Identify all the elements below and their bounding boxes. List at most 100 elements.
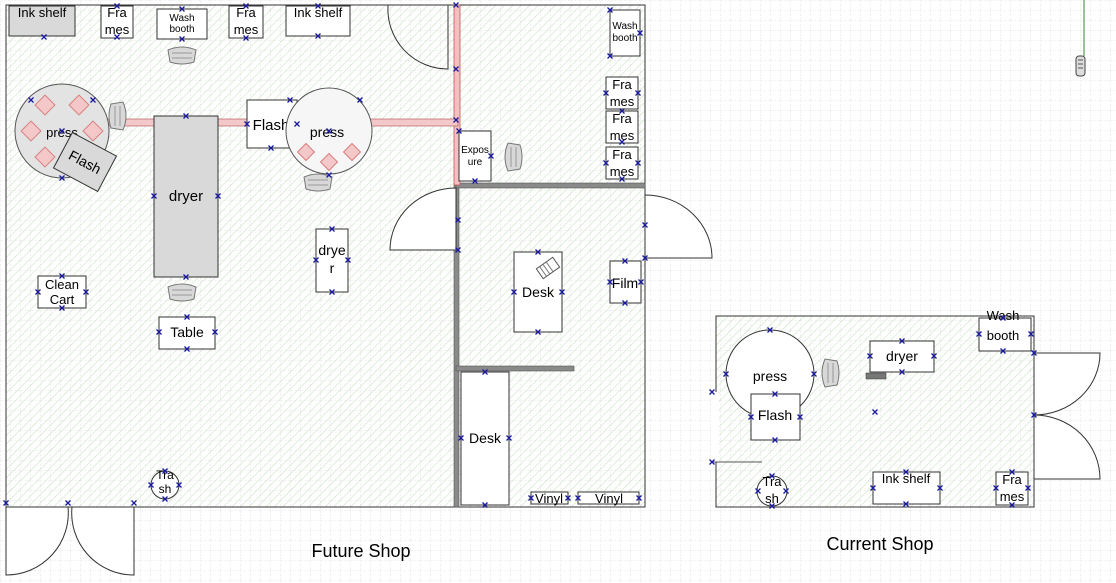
ink-shelf-right[interactable]: Ink shelf [285, 5, 351, 37]
desk-upper[interactable]: Desk [513, 251, 563, 333]
vinyl-1[interactable]: Vinyl [530, 491, 569, 506]
selection-handle-icon[interactable] [635, 160, 641, 166]
selection-handle-icon[interactable] [506, 435, 512, 441]
clean-cart[interactable]: Clean Cart [37, 275, 87, 309]
current-trash[interactable]: Tra sh [756, 474, 788, 507]
selection-handle-icon[interactable] [899, 338, 905, 344]
selection-handle-icon[interactable] [212, 329, 218, 335]
frames-top-1[interactable]: Fra mes [100, 5, 134, 39]
selection-handle-icon[interactable] [35, 289, 41, 295]
selection-handle-icon[interactable] [870, 485, 876, 491]
selection-handle-icon[interactable] [769, 473, 775, 479]
selection-handle-icon[interactable] [637, 30, 643, 36]
selection-handle-icon[interactable] [90, 97, 96, 103]
selection-handle-icon[interactable] [638, 279, 644, 285]
selection-handle-icon[interactable] [455, 247, 461, 253]
selection-handle-icon[interactable] [28, 97, 34, 103]
current-dryer[interactable]: dryer [865, 340, 935, 380]
selection-handle-icon[interactable] [131, 500, 137, 506]
selection-handle-icon[interactable] [488, 153, 494, 159]
selection-handle-icon[interactable] [59, 128, 65, 134]
dryer-main[interactable]: dryer [153, 115, 219, 278]
selection-handle-icon[interactable] [635, 90, 641, 96]
selection-handle-icon[interactable] [511, 289, 517, 295]
selection-handle-icon[interactable] [603, 90, 609, 96]
selection-handle-icon[interactable] [1009, 502, 1015, 508]
selection-handle-icon[interactable] [769, 503, 775, 509]
selection-handle-icon[interactable] [783, 488, 789, 494]
selection-handle-icon[interactable] [83, 289, 89, 295]
selection-handle-icon[interactable] [603, 160, 609, 166]
current-flash[interactable]: Flash [750, 393, 801, 441]
selection-handle-icon[interactable] [453, 66, 459, 72]
film-unit[interactable]: Film [609, 260, 642, 304]
selection-handle-icon[interactable] [244, 121, 250, 127]
selection-handle-icon[interactable] [326, 172, 332, 178]
selection-handle-icon[interactable] [162, 468, 168, 474]
selection-handle-icon[interactable] [1009, 469, 1015, 475]
selection-handle-icon[interactable] [797, 414, 803, 420]
selection-handle-icon[interactable] [456, 128, 462, 134]
selection-handle-icon[interactable] [642, 255, 648, 261]
selection-handle-icon[interactable] [772, 391, 778, 397]
selection-handle-icon[interactable] [931, 353, 937, 359]
selection-handle-icon[interactable] [183, 113, 189, 119]
selection-handle-icon[interactable] [472, 178, 478, 184]
selection-handle-icon[interactable] [287, 97, 293, 103]
selection-handle-icon[interactable] [772, 437, 778, 443]
current-wash-booth[interactable]: Wash booth [978, 308, 1032, 352]
flash-left[interactable]: Flash [52, 131, 118, 193]
selection-handle-icon[interactable] [151, 193, 157, 199]
selection-handle-icon[interactable] [114, 3, 120, 9]
selection-handle-icon[interactable] [315, 3, 321, 9]
vinyl-2[interactable]: Vinyl [577, 491, 640, 506]
exposure-unit[interactable]: Expos ure [458, 130, 492, 182]
selection-handle-icon[interactable] [41, 34, 47, 40]
selection-handle-icon[interactable] [619, 139, 625, 145]
selection-handle-icon[interactable] [183, 274, 189, 280]
selection-handle-icon[interactable] [937, 485, 943, 491]
selection-handle-icon[interactable] [607, 7, 613, 13]
selection-handle-icon[interactable] [767, 327, 773, 333]
selection-handle-icon[interactable] [179, 36, 185, 42]
selection-handle-icon[interactable] [872, 409, 878, 415]
selection-handle-icon[interactable] [176, 482, 182, 488]
desk-lower[interactable]: Desk [460, 371, 510, 506]
frames-top-2[interactable]: Fra mes [228, 5, 264, 39]
selection-handle-icon[interactable] [315, 33, 321, 39]
selection-handle-icon[interactable] [65, 500, 71, 506]
selection-handle-icon[interactable] [345, 257, 351, 263]
frames-right-3[interactable]: Fra mes [605, 146, 639, 180]
selection-handle-icon[interactable] [3, 500, 9, 506]
selection-handle-icon[interactable] [575, 495, 581, 501]
selection-handle-icon[interactable] [114, 34, 120, 40]
selection-handle-icon[interactable] [1031, 412, 1037, 418]
current-frames[interactable]: Fra mes [995, 471, 1029, 506]
selection-handle-icon[interactable] [59, 305, 65, 311]
selection-handle-icon[interactable] [535, 249, 541, 255]
selection-handle-icon[interactable] [59, 175, 65, 181]
selection-handle-icon[interactable] [565, 495, 571, 501]
selection-handle-icon[interactable] [482, 502, 488, 508]
selection-handle-icon[interactable] [179, 6, 185, 12]
selection-handle-icon[interactable] [453, 2, 459, 8]
selection-handle-icon[interactable] [619, 176, 625, 182]
selection-handle-icon[interactable] [903, 469, 909, 475]
selection-handle-icon[interactable] [636, 495, 642, 501]
selection-handle-icon[interactable] [243, 3, 249, 9]
selection-handle-icon[interactable] [559, 289, 565, 295]
selection-handle-icon[interactable] [867, 353, 873, 359]
scroll-handle[interactable] [1075, 55, 1086, 77]
selection-handle-icon[interactable] [357, 97, 363, 103]
selection-handle-icon[interactable] [899, 369, 905, 375]
selection-handle-icon[interactable] [1000, 348, 1006, 354]
selection-handle-icon[interactable] [607, 53, 613, 59]
selection-handle-icon[interactable] [528, 495, 534, 501]
selection-handle-icon[interactable] [709, 459, 715, 465]
selection-handle-icon[interactable] [755, 488, 761, 494]
selection-handle-icon[interactable] [59, 273, 65, 279]
selection-handle-icon[interactable] [294, 121, 300, 127]
selection-handle-icon[interactable] [811, 371, 817, 377]
selection-handle-icon[interactable] [184, 314, 190, 320]
selection-handle-icon[interactable] [156, 329, 162, 335]
